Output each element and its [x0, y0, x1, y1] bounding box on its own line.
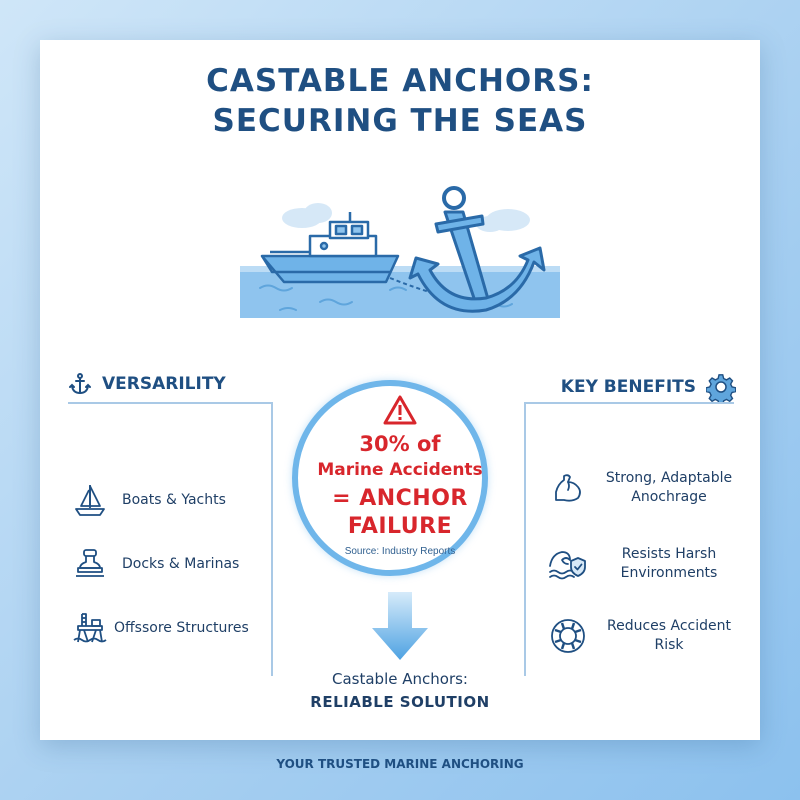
left-divider: [68, 402, 272, 404]
footer-tagline: YOUR TRUSTED MARINE ANCHORING: [276, 757, 524, 771]
benefits-heading: KEY BENEFITS: [561, 372, 736, 402]
statistic-percentage: 30% of: [359, 432, 441, 456]
versatility-item-label: Docks & Marinas: [122, 556, 240, 572]
offshore-platform-icon: [70, 608, 110, 648]
motor-boat-icon: [260, 212, 400, 284]
statistic-result-1: = ANCHOR: [332, 486, 468, 511]
left-divider-vertical: [271, 402, 273, 676]
benefit-item: Resists Harsh Environments: [548, 544, 744, 584]
versatility-item: Offssore Structures: [70, 608, 249, 648]
versatility-item-label: Boats & Yachts: [122, 492, 226, 508]
benefit-item-label: Reduces Accident Risk: [606, 618, 731, 653]
statistic-source: Source: Industry Reports: [344, 546, 456, 557]
versatility-heading-text: VERSARILITY: [102, 374, 226, 394]
benefit-item: Reduces Accident Risk: [548, 616, 744, 656]
benefit-item: Strong, Adaptable Anochrage: [548, 468, 744, 508]
right-divider: [524, 402, 734, 404]
boat-anchor-illustration: [240, 186, 560, 318]
sailboat-icon: [70, 480, 110, 520]
cloud-icon: [282, 203, 530, 232]
warning-icon: [383, 395, 417, 425]
title-line-1: CASTABLE ANCHORS:: [206, 63, 594, 99]
versatility-item: Docks & Marinas: [70, 544, 239, 584]
life-ring-icon: [548, 616, 588, 656]
anchor-icon: [69, 373, 91, 395]
versatility-item-label: Offssore Structures: [114, 620, 249, 636]
title-line-2: SECURING THE SEAS: [212, 103, 588, 139]
bollard-icon: [70, 544, 110, 584]
solution-line-2: RELIABLE SOLUTION: [310, 693, 490, 711]
gear-icon: [706, 374, 736, 402]
benefit-item-label: Resists Harsh Environments: [620, 546, 718, 581]
wave-shield-icon: [548, 544, 588, 584]
infographic-card: CASTABLE ANCHORS: SECURING THE SEAS: [40, 40, 760, 740]
solution-line-1: Castable Anchors:: [332, 670, 468, 688]
down-arrow-icon: [372, 592, 428, 660]
versatility-heading: VERSARILITY: [68, 372, 226, 396]
right-divider-vertical: [524, 402, 526, 676]
benefits-heading-text: KEY BENEFITS: [560, 377, 696, 397]
statistic-subject: Marine Accidents: [317, 460, 483, 480]
versatility-item: Boats & Yachts: [70, 480, 226, 520]
statistic-result-2: FAILURE: [347, 514, 453, 539]
benefit-item-label: Strong, Adaptable Anochrage: [605, 470, 733, 505]
large-anchor-icon: [408, 186, 546, 313]
muscle-arm-icon: [548, 468, 588, 508]
